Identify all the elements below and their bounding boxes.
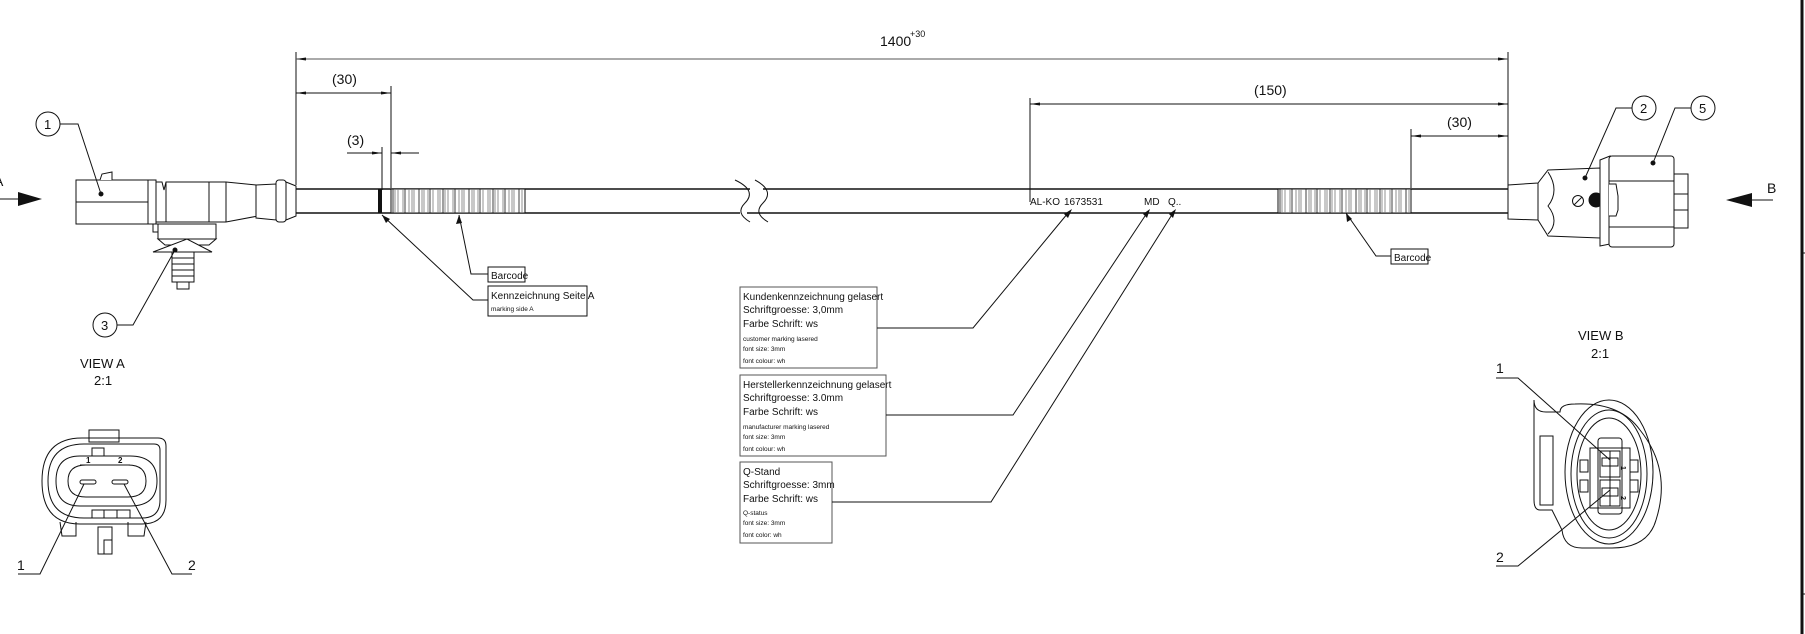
view-a: VIEW A 2:1 1 2 1 2 (17, 356, 196, 575)
view-arrow-a: A (0, 173, 42, 206)
view-a-pin-2: 2 (118, 456, 123, 465)
svg-text:font color: wh: font color: wh (743, 532, 782, 539)
balloon-3: 3 (92, 249, 176, 338)
cable-marking-part-number: 1673531 (1064, 197, 1103, 208)
barcode-left-callout: Barcode (456, 214, 529, 283)
view-b-pin-2: 2 (1619, 496, 1626, 500)
svg-text:font colour: wh: font colour: wh (743, 446, 786, 453)
dimension-right-150: (150) (1029, 82, 1508, 202)
svg-text:Kundenkennzeichnung gelasert: Kundenkennzeichnung gelasert (743, 292, 883, 303)
view-b-title: VIEW B (1578, 328, 1624, 343)
balloon-1: 1 (35, 111, 102, 195)
marking-side-a-band (378, 189, 382, 213)
dimension-left-3: (3) (347, 132, 419, 190)
svg-text:Q-status: Q-status (743, 510, 768, 517)
svg-text:1: 1 (44, 117, 51, 132)
overall-length-tolerance: +30 (910, 29, 925, 39)
view-b-callout-1: 1 (1496, 360, 1504, 376)
dim-right-30-label: (30) (1447, 114, 1472, 130)
svg-text:3: 3 (101, 318, 108, 333)
svg-text:Schriftgroesse: 3.0mm: Schriftgroesse: 3.0mm (743, 393, 843, 404)
view-arrow-a-label: A (0, 173, 4, 189)
dim-right-150-label: (150) (1254, 82, 1287, 98)
svg-text:font size: 3mm: font size: 3mm (743, 346, 785, 353)
svg-text:Herstellerkennzeichnung gelase: Herstellerkennzeichnung gelasert (743, 380, 892, 391)
barcode-outline (1277, 188, 1412, 214)
overall-length-dimension: 1400 +30 (295, 29, 1509, 185)
marking-side-a-callout: Kennzeichnung Seite A marking side A (381, 214, 595, 317)
view-b-pin-1: 1 (1619, 466, 1626, 470)
svg-text:5: 5 (1699, 101, 1706, 116)
note-manufacturer-marking: Herstellerkennzeichnung gelasert Schrift… (739, 209, 1150, 457)
dimension-right-30: (30) (1410, 114, 1508, 188)
dim-left-3-label: (3) (347, 132, 364, 148)
svg-text:font colour: wh: font colour: wh (743, 358, 786, 365)
view-arrow-b: B (1726, 180, 1776, 207)
view-a-title: VIEW A (80, 356, 125, 371)
overall-length-value: 1400 (880, 33, 911, 49)
svg-text:Schriftgroesse: 3mm: Schriftgroesse: 3mm (743, 480, 835, 491)
barcode-right-label: Barcode (1394, 253, 1432, 264)
svg-text:Q-Stand: Q-Stand (743, 467, 780, 478)
cable-marking-q-status: Q.. (1168, 197, 1181, 208)
cable-marking-brand: AL-KO (1030, 197, 1060, 208)
svg-text:manufacturer marking lasered: manufacturer marking lasered (743, 424, 830, 431)
balloon-5: 5 (1652, 95, 1716, 164)
view-arrow-b-label: B (1767, 180, 1776, 196)
cable-marking-manufacturer-code: MD (1144, 197, 1160, 208)
cable-marking: AL-KO 1673531 MD Q.. (1030, 197, 1181, 208)
note-q-status: Q-Stand Schriftgroesse: 3mm Farbe Schrif… (739, 209, 1176, 544)
svg-text:2: 2 (1640, 101, 1647, 116)
view-a-pin-1: 1 (86, 456, 91, 465)
view-b: VIEW B 2:1 1 2 1 2 (1496, 328, 1662, 567)
svg-text:customer marking lasered: customer marking lasered (743, 336, 818, 343)
barcode-right-callout: Barcode (1345, 212, 1432, 265)
note-customer-marking: Kundenkennzeichnung gelasert Schriftgroe… (739, 209, 1072, 369)
marking-side-a-de: Kennzeichnung Seite A (491, 291, 595, 302)
svg-text:Schriftgroesse: 3,0mm: Schriftgroesse: 3,0mm (743, 305, 843, 316)
cable-break-symbol (734, 179, 751, 223)
barcode-left (390, 188, 526, 214)
connector-b (1507, 155, 1689, 248)
view-b-callout-2: 2 (1496, 549, 1504, 565)
view-a-callout-2: 2 (188, 557, 196, 573)
view-b-scale: 2:1 (1591, 346, 1609, 361)
dimension-left-30: (30) (296, 71, 392, 188)
view-a-scale: 2:1 (94, 373, 112, 388)
view-a-callout-1: 1 (17, 557, 25, 573)
marking-side-a-en: marking side A (491, 306, 534, 313)
svg-text:Farbe Schrift: ws: Farbe Schrift: ws (743, 494, 818, 505)
barcode-right (1277, 188, 1412, 214)
svg-text:font size: 3mm: font size: 3mm (743, 434, 785, 441)
svg-text:Farbe Schrift: ws: Farbe Schrift: ws (743, 407, 818, 418)
svg-text:font size: 3mm: font size: 3mm (743, 520, 785, 527)
balloon-2: 2 (1584, 95, 1657, 179)
svg-text:Farbe Schrift: ws: Farbe Schrift: ws (743, 319, 818, 330)
connector-a (75, 171, 297, 290)
dim-left-30-label: (30) (332, 71, 357, 87)
barcode-left-label: Barcode (491, 271, 529, 282)
